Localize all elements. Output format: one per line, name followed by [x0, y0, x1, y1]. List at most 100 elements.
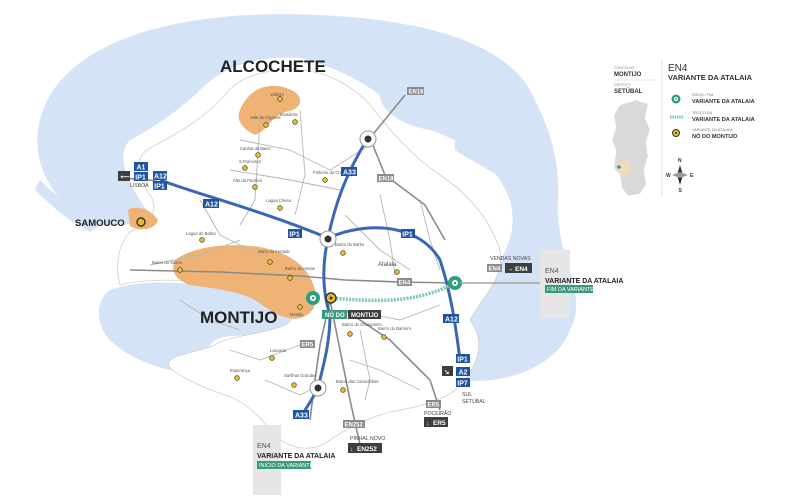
shield-en4-far-text: EN4	[489, 267, 501, 273]
badge-montijo-text: MONTIJO	[351, 313, 379, 319]
callout-start-badge: INICIO DA VARIANTE	[259, 463, 314, 469]
village-dot	[277, 96, 283, 102]
land-layer	[117, 69, 502, 449]
shield-a12-mid-text: A12	[205, 202, 218, 209]
land-mass	[117, 69, 502, 449]
village-labels: Valbom Brasileira Vale da Ciganos Canhal…	[152, 92, 412, 384]
shield-ip1-center	[288, 229, 302, 238]
portugal-map-icon	[611, 99, 651, 197]
town-samouco: SAMOUCO	[75, 218, 125, 229]
legend-item-small: INÍCIO / FIM	[692, 93, 713, 97]
legend-concelho-value: MONTIJO	[614, 72, 642, 78]
shield-exit-arrow	[118, 171, 130, 181]
callout-end-badge: FIM DA VARIANTE	[547, 287, 594, 293]
place-setubal: SETÚBAL	[462, 398, 486, 405]
village-dot	[199, 237, 205, 243]
alcochete-urban	[238, 85, 301, 135]
exit-arrow-icon: ↓	[426, 420, 429, 427]
village-dot	[277, 205, 283, 211]
shield-a33-bottom	[293, 410, 309, 419]
shield-exit-poceirao	[424, 417, 448, 427]
shield-er5-exit-text: ER5	[433, 420, 446, 427]
village-dot	[177, 267, 183, 273]
village-label: Bairro do Saxos	[152, 260, 182, 265]
legend-item-small: VARIANTE DA ATALAIA	[692, 128, 733, 132]
village-dot	[347, 331, 353, 337]
variant-end-node[interactable]	[448, 276, 462, 290]
village-dot	[381, 334, 387, 340]
legend-road: EN4	[668, 63, 688, 74]
village-label: S.Francisco	[239, 159, 262, 164]
shield-ip1-left	[134, 172, 148, 181]
legend-concelho-label: CONCELHO	[614, 66, 635, 70]
setubal-district-icon	[616, 160, 632, 178]
variant-start-node[interactable]	[306, 291, 320, 305]
no-do-montijo-node[interactable]	[325, 292, 337, 304]
exit-arrow-icon: →	[507, 266, 514, 273]
exit-arrow-icon: ↓	[350, 446, 353, 453]
legend-item-bold: VARIANTE DA ATALAIA	[692, 99, 755, 105]
shield-a33-bottom-text: A33	[295, 413, 308, 420]
water-layer	[35, 14, 577, 381]
place-sul: SUL	[462, 392, 472, 398]
village-dot	[242, 165, 248, 171]
shield-er5-bottom-text: ER5	[428, 403, 440, 409]
montijo-location-icon	[617, 165, 621, 169]
shield-en4-far	[487, 264, 502, 272]
village-label: Bairro do Charquinho	[342, 322, 382, 327]
callout-end-variant: EN4 VARIANTE DA ATALAIA FIM DA VARIANTE	[460, 250, 623, 318]
minor-road	[239, 139, 371, 171]
callout-start-road: EN4	[257, 443, 271, 450]
shield-ip1-left-text: IP1	[135, 175, 146, 182]
shield-ip1-bottom	[456, 354, 470, 363]
minor-road	[349, 359, 421, 391]
samouco-node	[136, 217, 146, 227]
place-vendas-novas: VENDAS NOVAS	[490, 256, 531, 262]
village-label: Lanzada	[270, 348, 287, 353]
ip1-motorway	[327, 226, 462, 361]
village-label: Bairro do Areias	[285, 266, 315, 271]
village-dot	[255, 152, 261, 158]
village-dot	[263, 122, 269, 128]
legend-item-small: TROÇO DA	[692, 111, 713, 115]
shield-er5-left	[300, 340, 315, 348]
shield-en18-top	[407, 87, 424, 95]
shield-a2	[456, 367, 470, 376]
legend-distrito-value: SETÚBAL	[614, 88, 643, 95]
shield-ip7-text: IP7	[457, 381, 468, 388]
place-poceirao: POCEIRÃO	[424, 410, 451, 417]
montijo-channel	[98, 282, 291, 373]
shield-a12-right	[443, 314, 459, 323]
er5-east-road	[344, 309, 441, 411]
place-atalaia: Atalaia	[378, 262, 397, 268]
compass-e: E	[690, 173, 694, 179]
a12-motorway	[159, 178, 329, 240]
shield-er5-bottom	[426, 400, 441, 408]
exit-arrow-icon: ↘	[444, 369, 450, 376]
minor-road	[229, 344, 301, 361]
compass-n: N	[678, 158, 682, 164]
shield-a1	[134, 162, 148, 171]
badge-no-do	[322, 310, 347, 319]
exit-arrow-icon: ⟵	[121, 174, 131, 181]
legend-distrito-label: DISTRITO	[614, 83, 631, 87]
callout-start-title: VARIANTE DA ATALAIA	[257, 453, 335, 460]
village-label: Lagoa Chesa	[266, 198, 292, 203]
urban-layer	[128, 85, 316, 319]
legend-item-bold: VARIANTE DA ATALAIA	[692, 117, 755, 123]
junction-center	[319, 230, 337, 248]
village-label: Sarilhos Grandes	[284, 373, 316, 378]
shield-en4-right	[397, 278, 412, 286]
legend-item-bold: NÓ DO MONTIJO	[692, 132, 738, 140]
junction-south	[309, 379, 327, 397]
shield-ip1-right-text: IP1	[402, 232, 413, 239]
village-dot	[297, 304, 303, 310]
shield-ip1-bottom-text: IP1	[457, 357, 468, 364]
town-montijo: MONTIJO	[200, 308, 277, 327]
village-label: Lagoa do Barbo	[186, 231, 216, 236]
minor-road	[199, 199, 261, 256]
shield-en252-exit-text: EN252	[357, 446, 377, 453]
place-lisboa: LISBOA	[130, 183, 149, 189]
village-dot	[287, 275, 293, 281]
